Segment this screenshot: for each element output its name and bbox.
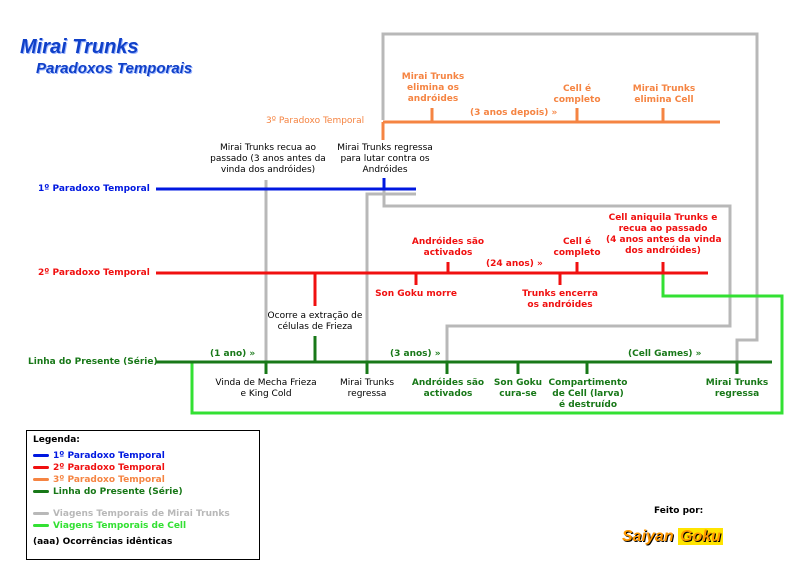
legend-item-paradox1: 1º Paradoxo Temporal	[33, 451, 165, 462]
present-event-goku-cured: Son Goku cura-se	[493, 378, 543, 399]
author-signature: Saiyan Goku	[622, 528, 723, 546]
legend-swatch	[33, 512, 49, 515]
legend-swatch	[33, 524, 49, 527]
p2-event-goku-dies: Son Goku morre	[375, 289, 457, 299]
cell-travel-path	[190, 273, 784, 415]
p2-event-androids-activated: Andróides são activados	[411, 237, 485, 258]
present-gap-1: (1 ano) »	[210, 349, 256, 359]
paradox2-label: 2º Paradoxo Temporal	[38, 268, 150, 278]
p2-event-cell-complete: Cell é completo	[553, 237, 601, 258]
p2-event-frieza-cells: Ocorre a extração de células de Frieza	[267, 311, 363, 332]
present-gap-2: (3 anos) »	[390, 349, 441, 359]
legend-item-cell-travel: Viagens Temporais de Cell	[33, 521, 186, 532]
paradox1-label: 1º Paradoxo Temporal	[38, 184, 150, 194]
paradox3-label: 3º Paradoxo Temporal	[266, 116, 365, 126]
p3-gap-label: (3 anos depois) »	[470, 108, 558, 118]
legend-swatch	[33, 466, 49, 469]
legend-item-present: Linha do Presente (Série)	[33, 487, 183, 498]
p1-event-trunks-goes-back: Mirai Trunks recua ao passado (3 anos an…	[210, 143, 326, 175]
trunks-travel-path-2	[381, 32, 759, 362]
legend-heading: Legenda:	[33, 435, 80, 445]
author-part-2: Goku	[678, 528, 723, 545]
p1-event-trunks-returns: Mirai Trunks regressa para lutar contra …	[337, 143, 433, 175]
present-event-trunks-returns-2: Mirai Trunks regressa	[705, 378, 769, 399]
p3-event-cell-complete: Cell é completo	[553, 84, 601, 105]
legend: Legenda: 1º Paradoxo Temporal 2º Paradox…	[26, 430, 260, 560]
legend-swatch	[33, 478, 49, 481]
legend-label: 3º Paradoxo Temporal	[53, 475, 165, 485]
present-event-trunks-returns-1: Mirai Trunks regressa	[339, 378, 395, 399]
p3-event-eliminate-androids: Mirai Trunks elimina os andróides	[401, 72, 465, 104]
p2-gap-label: (24 anos) »	[486, 259, 543, 269]
legend-label: 2º Paradoxo Temporal	[53, 463, 165, 473]
legend-item-trunks-travel: Viagens Temporais de Mirai Trunks	[33, 509, 230, 520]
legend-label: Linha do Presente (Série)	[53, 487, 183, 497]
p3-event-eliminate-cell: Mirai Trunks elimina Cell	[632, 84, 696, 105]
present-gap-3: (Cell Games) »	[628, 349, 702, 359]
present-event-mecha-frieza: Vinda de Mecha Frieza e King Cold	[215, 378, 317, 399]
present-label: Linha do Presente (Série)	[28, 357, 158, 367]
trunks-travel-path-3	[382, 189, 732, 362]
trunks-travel-path-1	[365, 192, 416, 362]
legend-item-paradox2: 2º Paradoxo Temporal	[33, 463, 165, 474]
legend-item-identical: (aaa) Ocorrências idênticas	[33, 537, 173, 547]
legend-label: Viagens Temporais de Cell	[53, 521, 187, 531]
legend-swatch	[33, 490, 49, 493]
legend-label: 1º Paradoxo Temporal	[53, 451, 165, 461]
present-event-cell-larva-destroyed: Compartimento de Cell (larva) é destruíd…	[548, 378, 628, 410]
present-event-androids-activated: Andróides são activados	[411, 378, 485, 399]
legend-item-paradox3: 3º Paradoxo Temporal	[33, 475, 165, 486]
diagram-title: Mirai Trunks	[20, 36, 139, 58]
author-part-1: Saiyan	[622, 528, 674, 545]
p2-event-trunks-ends-androids: Trunks encerra os andróides	[522, 289, 598, 310]
p2-event-cell-goes-back: Cell aniquila Trunks e recua ao passado …	[606, 213, 722, 256]
diagram-subtitle: Paradoxos Temporais	[36, 60, 193, 77]
credits-label: Feito por:	[654, 506, 704, 516]
legend-swatch	[33, 454, 49, 457]
legend-label: Viagens Temporais de Mirai Trunks	[53, 509, 230, 519]
